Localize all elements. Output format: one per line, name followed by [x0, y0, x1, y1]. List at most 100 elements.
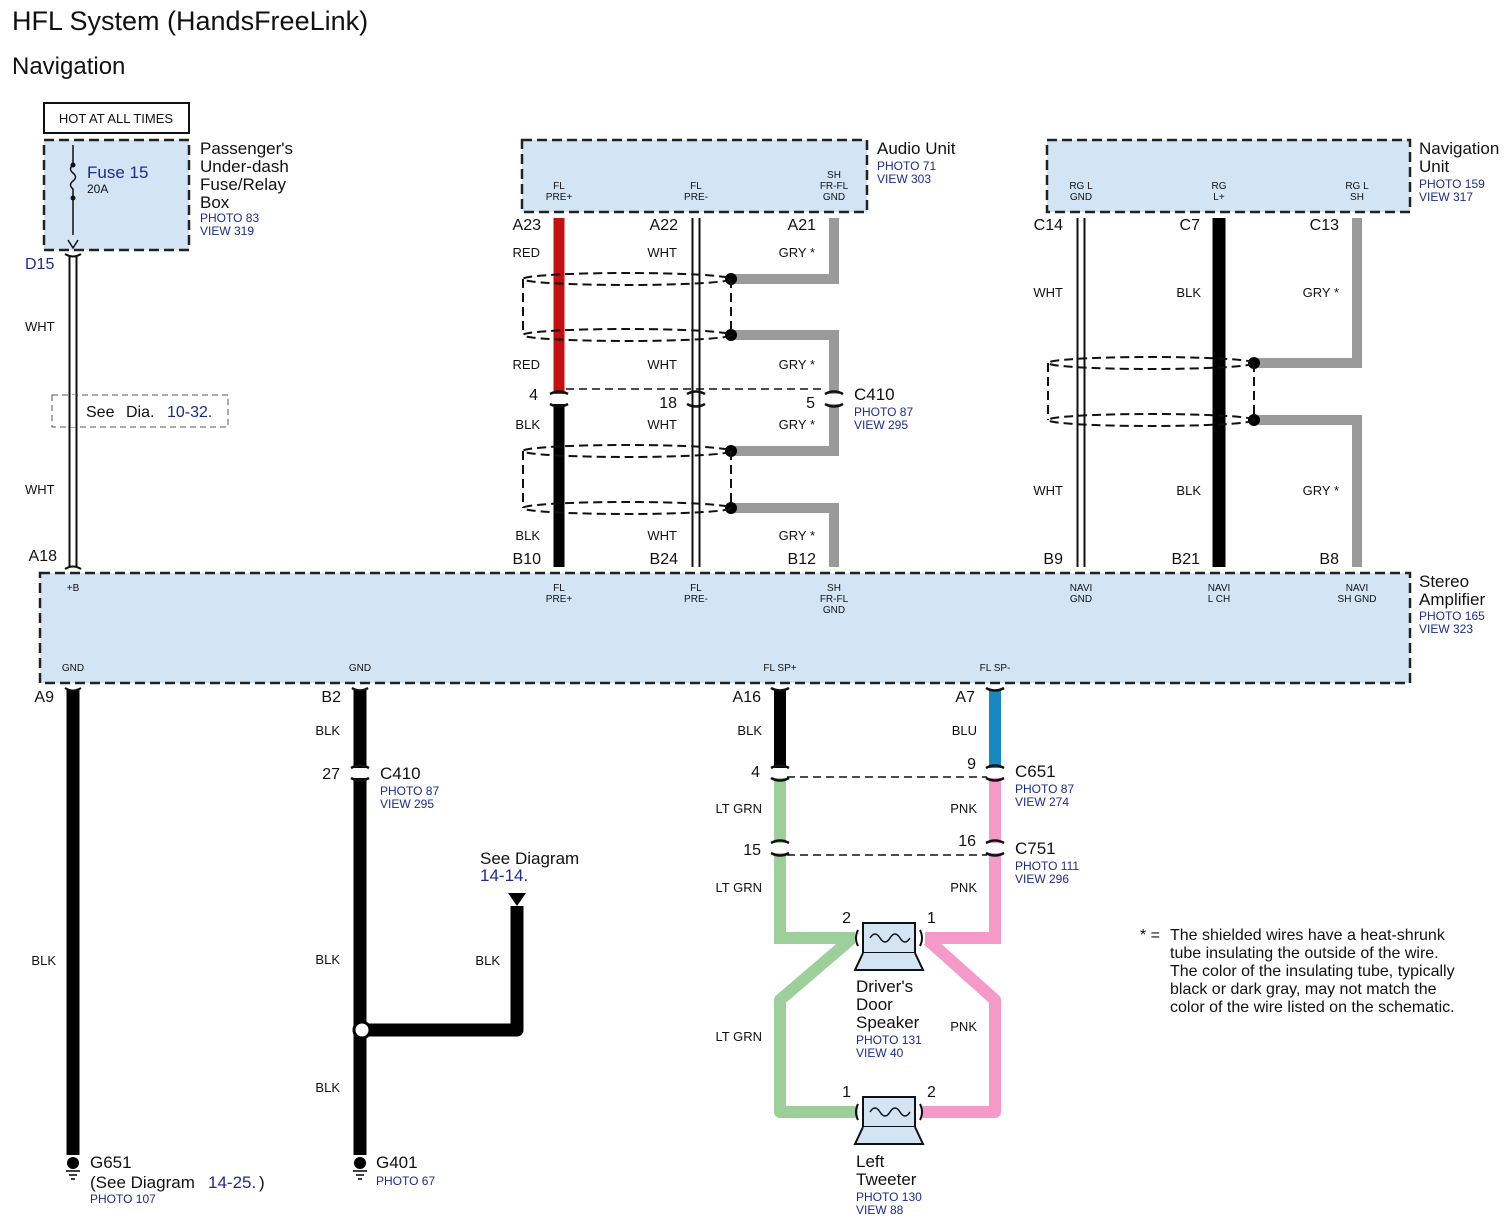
amp-pin-label: FL SP-: [980, 663, 1011, 674]
fuse-box-view: VIEW 319: [200, 224, 254, 238]
terminal-label: B8: [1319, 551, 1339, 568]
wire-color-label: WHT: [647, 528, 677, 543]
amp-pin-label: +B: [67, 583, 80, 594]
audio-unit-photo: PHOTO 71: [877, 159, 936, 173]
terminal-label: A9: [34, 689, 54, 706]
nav-pin-label: GND: [1070, 192, 1092, 203]
speaker-name: Speaker: [856, 1013, 920, 1032]
c651-photo: PHOTO 87: [1015, 782, 1074, 796]
speaker-name: Driver's: [856, 977, 913, 996]
c410-photo: PHOTO 87: [854, 405, 913, 419]
nav-pin-label: RG L: [1345, 181, 1369, 192]
note-line: color of the wire listed on the schemati…: [1170, 999, 1455, 1016]
wire-blk: [360, 906, 524, 1037]
amp-pin-label: GND: [823, 605, 845, 616]
wire-gry: [731, 404, 839, 456]
nav-unit-box: [1045, 138, 1412, 214]
c410-photo: PHOTO 87: [380, 784, 439, 798]
pin-number: 18: [659, 395, 677, 412]
see-dia-word: Dia.: [126, 404, 154, 421]
wire-color-label: WHT: [25, 319, 55, 334]
tweeter-icon: [853, 1096, 925, 1145]
fuse-box-name-4: Box: [200, 193, 230, 212]
amp-pin-label: SH: [827, 583, 841, 594]
fuse-rating: 20A: [87, 182, 108, 196]
ground-icon: [353, 1157, 367, 1180]
wire-gry: [731, 330, 839, 394]
g651-note-ref[interactable]: 14-25.: [208, 1173, 256, 1192]
wire-color-label: PNK: [950, 880, 977, 895]
fuse-box-name-1: Passenger's: [200, 139, 293, 158]
fuse-name: Fuse 15: [87, 163, 148, 182]
wire-color-label: GRY *: [779, 417, 815, 432]
amp-pin-label: NAVI: [1208, 583, 1231, 594]
fuse-box-name-3: Fuse/Relay: [200, 175, 286, 194]
c651-view: VIEW 274: [1015, 795, 1069, 809]
audio-pin-label: PRE-: [684, 192, 708, 203]
pin-number: 5: [806, 395, 815, 412]
see-diagram-ref[interactable]: 14-14.: [480, 866, 528, 885]
audio-pin-label: PRE+: [546, 192, 573, 203]
c410-view: VIEW 295: [380, 797, 434, 811]
wire-color-label: WHT: [647, 417, 677, 432]
tweeter-name: Tweeter: [856, 1170, 917, 1189]
nav-pin-label: L+: [1213, 192, 1225, 203]
wire-ltgrn: [774, 778, 855, 944]
nav-pin-label: SH: [1350, 192, 1364, 203]
page-subtitle: Navigation: [12, 53, 125, 80]
audio-unit-name: Audio Unit: [877, 139, 956, 158]
terminal-label: A7: [955, 689, 975, 706]
terminal-label: B21: [1172, 551, 1201, 568]
see-dia-ref[interactable]: 10-32.: [167, 404, 212, 421]
g651-photo: PHOTO 107: [90, 1192, 156, 1206]
terminal-label: B10: [513, 551, 542, 568]
g401-name: G401: [376, 1153, 418, 1172]
c751-name: C751: [1015, 839, 1056, 858]
pin-number: 1: [842, 1084, 851, 1101]
g651-name: G651: [90, 1153, 132, 1172]
audio-pin-label: FL: [553, 181, 565, 192]
c651-name: C651: [1015, 762, 1056, 781]
terminal-label: A23: [513, 217, 542, 234]
pin-number: 15: [743, 842, 761, 859]
wire-color-label: LT GRN: [716, 801, 762, 816]
wire-color-label: LT GRN: [716, 880, 762, 895]
speaker-photo: PHOTO 131: [856, 1033, 922, 1047]
amp-pin-label: NAVI: [1346, 583, 1369, 594]
terminal-label: A18: [29, 548, 58, 565]
wire-pnk: [925, 778, 1001, 944]
wire-color-label: GRY *: [1303, 483, 1339, 498]
wire-color-label: BLK: [315, 1080, 340, 1095]
c751-view: VIEW 296: [1015, 872, 1069, 886]
wire-color-label: BLU: [952, 723, 977, 738]
amplifier-box: [38, 571, 1412, 685]
arrow-icon: [508, 893, 526, 906]
pin-number: 4: [529, 387, 538, 404]
g651-note-prefix: (See Diagram: [90, 1173, 195, 1192]
pin-number: 2: [927, 1084, 936, 1101]
amplifier-photo: PHOTO 165: [1419, 609, 1485, 623]
wire-color-label: LT GRN: [716, 1029, 762, 1044]
wire-color-label: RED: [513, 357, 540, 372]
fuse-icon: [69, 145, 77, 235]
wire-color-label: GRY *: [779, 245, 815, 260]
nav-unit-name: Unit: [1419, 157, 1450, 176]
wire-color-label: PNK: [950, 801, 977, 816]
wire-color-label: BLK: [515, 528, 540, 543]
c410-name: C410: [854, 385, 895, 404]
wire-gry: [731, 218, 839, 284]
tweeter-photo: PHOTO 130: [856, 1190, 922, 1204]
amp-pin-label: NAVI: [1070, 583, 1093, 594]
g401-photo: PHOTO 67: [376, 1174, 435, 1188]
fuse-terminal: D15: [25, 256, 54, 273]
see-diagram-text: See Diagram: [480, 849, 579, 868]
wire-gry: [1254, 415, 1362, 567]
page-title: HFL System (HandsFreeLink): [12, 6, 368, 36]
note-line: tube insulating the outside of the wire.: [1170, 945, 1439, 962]
shield-outline: [522, 272, 732, 515]
amp-pin-label: PRE-: [684, 594, 708, 605]
note-line: The shielded wires have a heat-shrunk: [1170, 927, 1446, 944]
terminal-label: B24: [650, 551, 679, 568]
arrow-icon: [67, 239, 79, 250]
terminal-label: B12: [788, 551, 817, 568]
